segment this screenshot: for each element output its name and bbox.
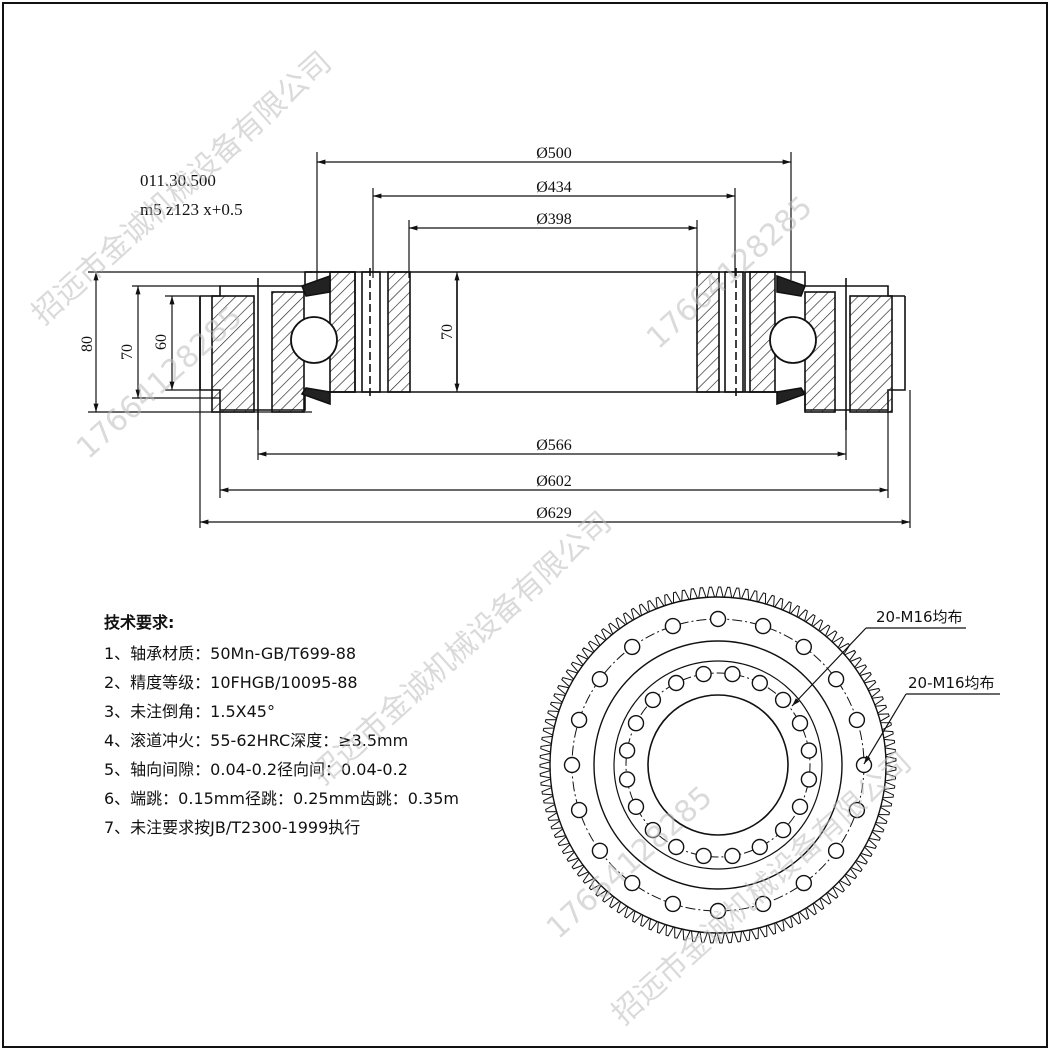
bore-circle — [647, 694, 789, 836]
bolt-hole — [827, 842, 845, 859]
bolt-hole — [774, 691, 792, 709]
bolt-hole — [795, 638, 812, 656]
bolt-hole — [724, 847, 741, 865]
bolt-hole — [695, 665, 712, 683]
dim-500-label: Ø500 — [536, 145, 572, 162]
bolt-hole — [627, 715, 645, 732]
bolt-hole — [791, 715, 809, 732]
bolt-hole — [754, 617, 772, 635]
bolt-hole — [627, 798, 645, 815]
gear-tooth-profile — [539, 586, 897, 944]
bolt-hole — [570, 801, 588, 819]
outer-bolt-holes — [563, 610, 873, 920]
dimension-lines — [88, 152, 911, 528]
bolt-hole — [563, 756, 581, 774]
bolt-hole — [618, 771, 636, 788]
bolt-hole — [800, 742, 818, 759]
model-number: 011.30.500 — [140, 171, 216, 190]
bolt-hole — [751, 674, 768, 692]
bolt-hole — [570, 711, 588, 729]
bolt-hole — [664, 895, 682, 913]
outer-ring-bolt-circle — [571, 618, 865, 912]
dim-80-label: 80 — [79, 336, 96, 352]
inner-ring-outer-edge — [613, 660, 823, 870]
tech-item: 4、滚道冲火：55-62HRC深度：≥3.5mm — [104, 731, 409, 750]
dim-602-label: Ø602 — [536, 473, 572, 490]
bolt-hole — [644, 821, 662, 839]
tech-item: 2、精度等级：10FHGB/10095-88 — [104, 673, 358, 692]
tech-item: 7、未注要求按JB/T2300-1999执行 — [104, 818, 361, 837]
bolt-hole — [624, 874, 641, 892]
bolt-hole — [709, 610, 727, 628]
gear-teeth — [539, 586, 897, 944]
bolt-hole — [751, 838, 768, 856]
dim-70-left-label: 70 — [119, 344, 136, 360]
tech-item: 6、端跳：0.15mm径跳：0.25mm齿跳：0.35m — [104, 789, 459, 808]
bolt-hole — [774, 821, 792, 839]
bolt-hole — [624, 638, 641, 656]
spec-block: 011.30.500 m5 z123 x+0.5 — [140, 166, 243, 224]
inner-ring-bolt-circle — [625, 672, 811, 858]
inner-holes-callout: 20-M16均布 — [876, 608, 963, 626]
plan-view: 20-M16均布 20-M16均布 — [539, 586, 1000, 944]
bolt-hole — [644, 691, 662, 709]
bolt-hole — [754, 895, 772, 913]
tech-item: 1、轴承材质：50Mn-GB/T699-88 — [104, 644, 357, 663]
bolt-hole — [724, 665, 741, 683]
bolt-hole — [618, 742, 636, 759]
bolt-hole — [695, 847, 712, 865]
dimension-labels: Ø500 Ø434 Ø398 Ø566 Ø602 Ø629 80 70 60 7… — [79, 145, 572, 522]
bolt-hole — [848, 711, 866, 729]
dim-434-label: Ø434 — [536, 179, 572, 196]
bolt-hole — [800, 771, 818, 788]
bolt-hole — [795, 874, 812, 892]
tech-item: 3、未注倒角：1.5X45° — [104, 702, 275, 721]
bolt-hole — [668, 838, 685, 856]
ring-separation-circle — [593, 640, 843, 890]
inner-bolt-holes — [618, 665, 818, 865]
dim-566-label: Ø566 — [536, 437, 572, 454]
dim-629-label: Ø629 — [536, 505, 572, 522]
bolt-hole — [791, 798, 809, 815]
bolt-hole — [709, 902, 727, 920]
bolt-hole — [591, 671, 609, 688]
bolt-hole — [827, 671, 845, 688]
bolt-hole — [855, 756, 873, 774]
bolt-hole — [664, 617, 682, 635]
gear-root-circle — [549, 596, 887, 934]
technical-requirements: 技术要求: 1、轴承材质：50Mn-GB/T699-88 2、精度等级：10FH… — [104, 608, 524, 842]
cross-section — [199, 268, 906, 430]
tech-item: 5、轴向间隙：0.04-0.2径向间：0.04-0.2 — [104, 760, 408, 779]
dim-60-label: 60 — [153, 334, 170, 350]
gear-spec: m5 z123 x+0.5 — [140, 200, 243, 219]
dim-70-center-label: 70 — [439, 324, 456, 340]
outer-holes-callout: 20-M16均布 — [908, 674, 995, 692]
bolt-hole — [591, 842, 609, 859]
tech-title: 技术要求: — [104, 613, 175, 632]
bolt-hole — [668, 674, 685, 692]
bolt-hole — [848, 801, 866, 819]
dim-398-label: Ø398 — [536, 211, 572, 228]
